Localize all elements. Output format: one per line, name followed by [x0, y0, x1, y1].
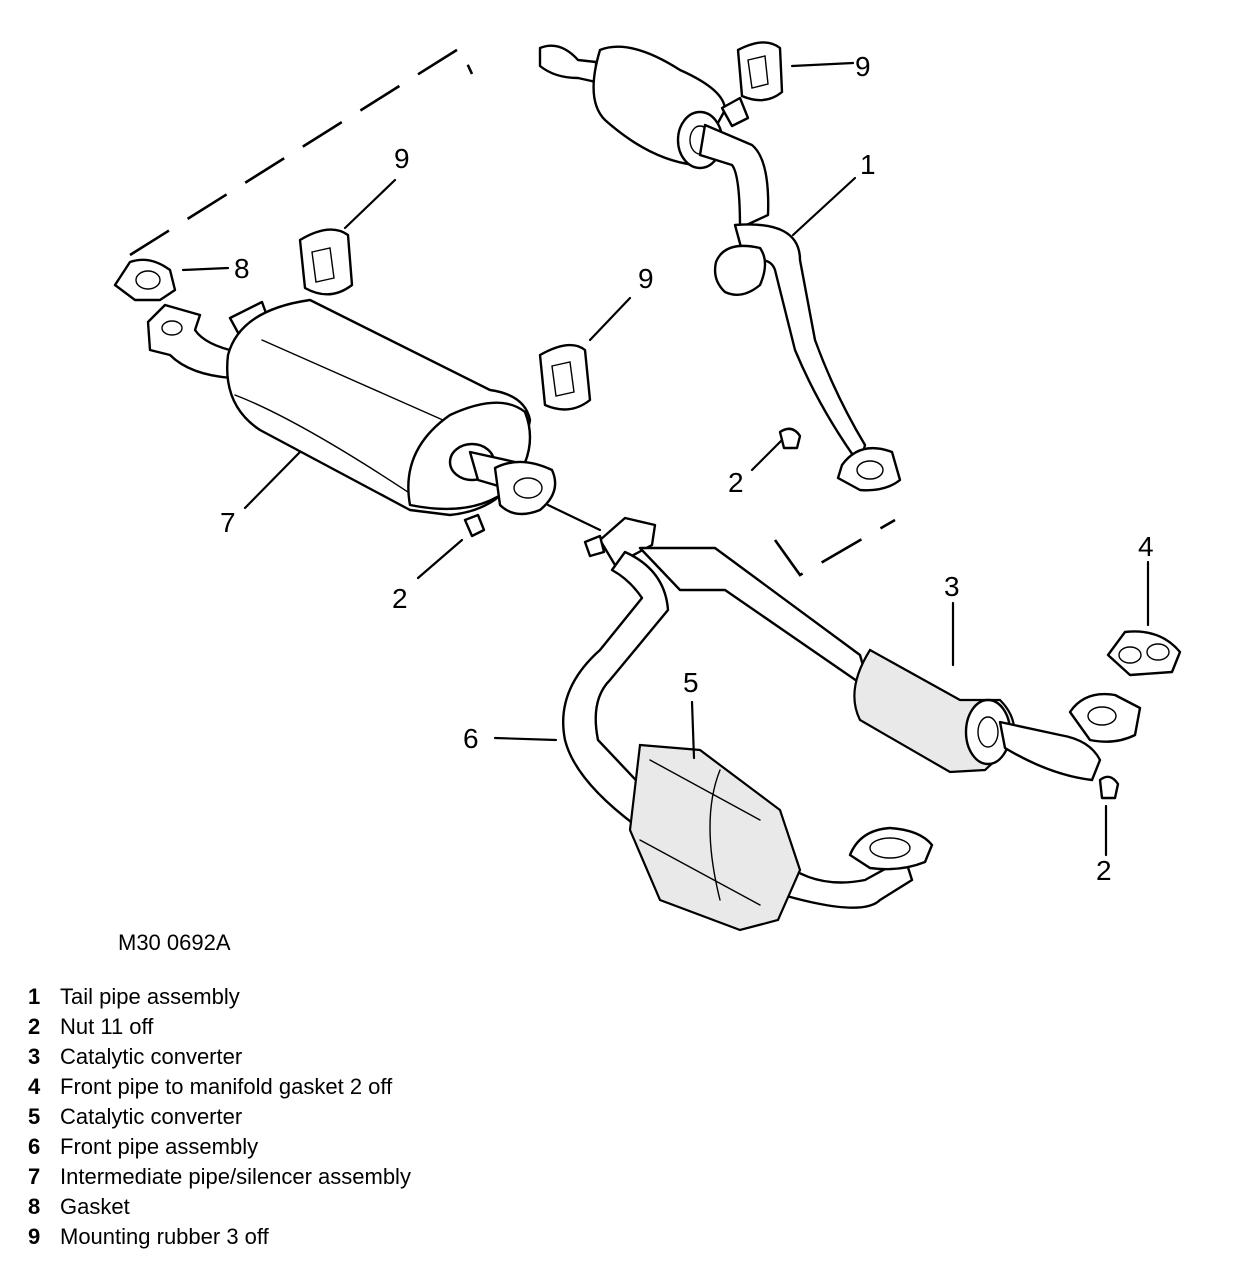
- callout-2b: 2: [392, 583, 408, 614]
- callout-3: 3: [944, 571, 960, 602]
- exhaust-system-diagram: 1 2 2 2 3 4 5 6 7 8 9 9 9: [113, 41, 1182, 932]
- callout-7: 7: [220, 507, 236, 538]
- leader-lines: [181, 61, 1150, 857]
- legend-text: Catalytic converter: [60, 1104, 243, 1129]
- mounting-rubber-2: [538, 343, 592, 411]
- mounting-rubber-group: [298, 41, 784, 411]
- figure-code: M30 0692A: [118, 930, 231, 955]
- callout-8: 8: [234, 253, 250, 284]
- catalytic-converter-3: [853, 648, 1142, 782]
- mounting-rubber-3: [736, 41, 784, 102]
- intermediate-silencer-assembly: [146, 298, 602, 538]
- callout-labels: 1 2 2 2 3 4 5 6 7 8 9 9 9: [220, 51, 1154, 886]
- legend-text: Tail pipe assembly: [60, 984, 240, 1009]
- callout-9a: 9: [394, 143, 410, 174]
- legend-text: Nut 11 off: [60, 1014, 154, 1039]
- callout-5: 5: [683, 667, 699, 698]
- legend-item: 4 Front pipe to manifold gasket 2 off: [28, 1072, 411, 1102]
- legend-item: 7 Intermediate pipe/silencer assembly: [28, 1162, 411, 1192]
- legend-item: 3 Catalytic converter: [28, 1042, 411, 1072]
- nut-group: [778, 427, 1120, 800]
- legend-number: 2: [28, 1014, 41, 1039]
- front-pipe-assembly: [561, 516, 934, 909]
- callout-2a: 2: [728, 467, 744, 498]
- legend-text: Intermediate pipe/silencer assembly: [60, 1164, 411, 1189]
- legend-number: 4: [28, 1074, 41, 1099]
- legend-text: Gasket: [60, 1194, 130, 1219]
- legend-number: 1: [28, 984, 41, 1009]
- callout-4: 4: [1138, 531, 1154, 562]
- legend-text: Mounting rubber 3 off: [60, 1224, 269, 1249]
- catalytic-converter-5: [628, 743, 802, 932]
- legend-text: Catalytic converter: [60, 1044, 243, 1069]
- legend-item: 6 Front pipe assembly: [28, 1132, 411, 1162]
- callout-6: 6: [463, 723, 479, 754]
- legend-text: Front pipe assembly: [60, 1134, 259, 1159]
- legend-number: 3: [28, 1044, 41, 1069]
- legend-item: 9 Mounting rubber 3 off: [28, 1222, 411, 1252]
- legend-item: 1 Tail pipe assembly: [28, 982, 411, 1012]
- legend-number: 5: [28, 1104, 41, 1129]
- tail-pipe-assembly: [538, 44, 902, 492]
- legend-number: 8: [28, 1194, 41, 1219]
- gasket-8: [113, 258, 177, 302]
- legend-number: 9: [28, 1224, 41, 1249]
- callout-9b: 9: [638, 263, 654, 294]
- legend-item: 8 Gasket: [28, 1192, 411, 1222]
- legend-number: 7: [28, 1164, 41, 1189]
- manifold-gasket-4: [1106, 630, 1182, 677]
- legend-number: 6: [28, 1134, 41, 1159]
- alignment-dashed-lines: [129, 46, 896, 577]
- legend-item: 2 Nut 11 off: [28, 1012, 411, 1042]
- callout-2c: 2: [1096, 855, 1112, 886]
- legend-text: Front pipe to manifold gasket 2 off: [60, 1074, 393, 1099]
- callout-1: 1: [860, 149, 876, 180]
- callout-9c: 9: [855, 51, 871, 82]
- legend-item: 5 Catalytic converter: [28, 1102, 411, 1132]
- mounting-rubber-1: [298, 228, 354, 296]
